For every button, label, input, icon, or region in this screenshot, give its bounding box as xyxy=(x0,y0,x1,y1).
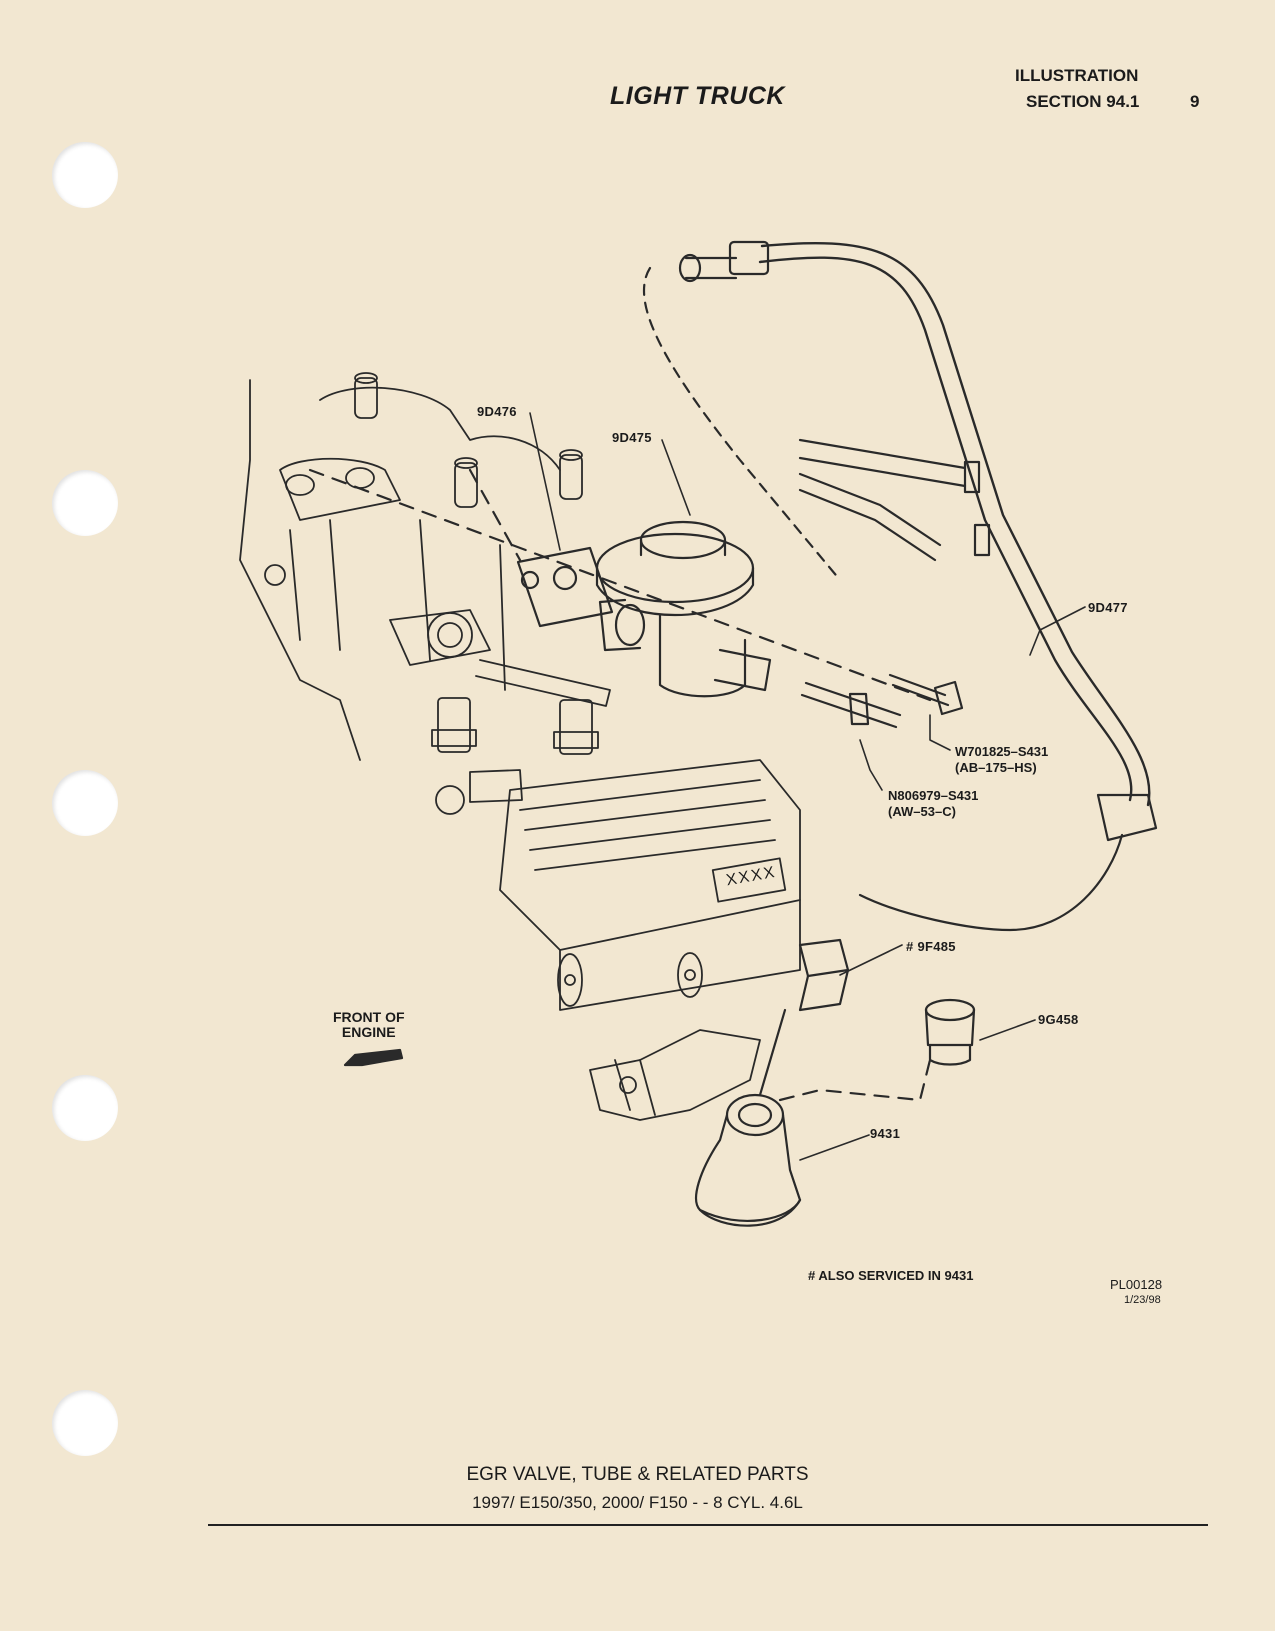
leader-lines xyxy=(529,412,1086,1161)
binder-hole xyxy=(52,1075,118,1141)
exhaust-manifold xyxy=(589,1029,761,1121)
drawing-number: PL00128 xyxy=(1110,1277,1163,1292)
front-of-engine-line2: ENGINE xyxy=(341,1024,396,1040)
illustration-label: ILLUSTRATION xyxy=(1015,66,1139,85)
front-arrow-icon xyxy=(343,1048,404,1067)
engine-manifold xyxy=(239,372,611,815)
branch-tubes xyxy=(798,438,991,562)
callout-w701825-part: W701825–S431 xyxy=(955,744,1049,759)
callout-9d475: 9D475 xyxy=(612,430,652,445)
stud-w701825 xyxy=(888,673,964,716)
assembly-lines xyxy=(308,468,932,1102)
binder-hole xyxy=(52,770,118,836)
egr-valve xyxy=(595,520,772,698)
drawing-date: 1/23/98 xyxy=(1124,1294,1161,1306)
egr-tube xyxy=(642,240,1158,932)
binder-hole xyxy=(52,1390,118,1456)
callout-n806979: N806979–S431 (AW–53–C) xyxy=(888,788,978,820)
valve-cover xyxy=(499,759,801,1011)
callout-n806979-code: (AW–53–C) xyxy=(888,804,956,819)
figure-subtitle: 1997/ E150/350, 2000/ F150 - - 8 CYL. 4.… xyxy=(472,1493,803,1512)
page-title: LIGHT TRUCK xyxy=(610,82,785,110)
service-note: # ALSO SERVICED IN 9431 xyxy=(808,1268,974,1283)
callout-9g458: 9G458 xyxy=(1038,1012,1079,1027)
pipe-plug-9g458 xyxy=(924,998,976,1066)
callout-n806979-part: N806979–S431 xyxy=(888,788,979,803)
section-label: SECTION 94.1 xyxy=(1026,92,1140,111)
callout-9431: 9431 xyxy=(870,1126,901,1141)
binder-hole xyxy=(52,470,118,536)
stud-n806979 xyxy=(800,681,902,729)
callout-9f485: # 9F485 xyxy=(906,939,956,954)
callout-w701825: W701825–S431 (AB–175–HS) xyxy=(955,744,1048,776)
callout-w701825-code: (AB–175–HS) xyxy=(955,760,1037,775)
footer-rule xyxy=(208,1524,1208,1526)
egr-gasket xyxy=(516,546,614,628)
exhaust-pipe-9431 xyxy=(695,1093,802,1227)
callout-9d477: 9D477 xyxy=(1088,600,1128,615)
binder-hole xyxy=(52,142,118,208)
connector-9f485 xyxy=(758,938,850,1097)
page-number: 9 xyxy=(1190,92,1200,111)
front-of-engine-label: FRONT OF ENGINE xyxy=(333,1010,405,1040)
figure-title: EGR VALVE, TUBE & RELATED PARTS xyxy=(466,1464,809,1485)
callout-9d476: 9D476 xyxy=(477,404,517,419)
front-of-engine-line1: FRONT OF xyxy=(333,1009,405,1025)
